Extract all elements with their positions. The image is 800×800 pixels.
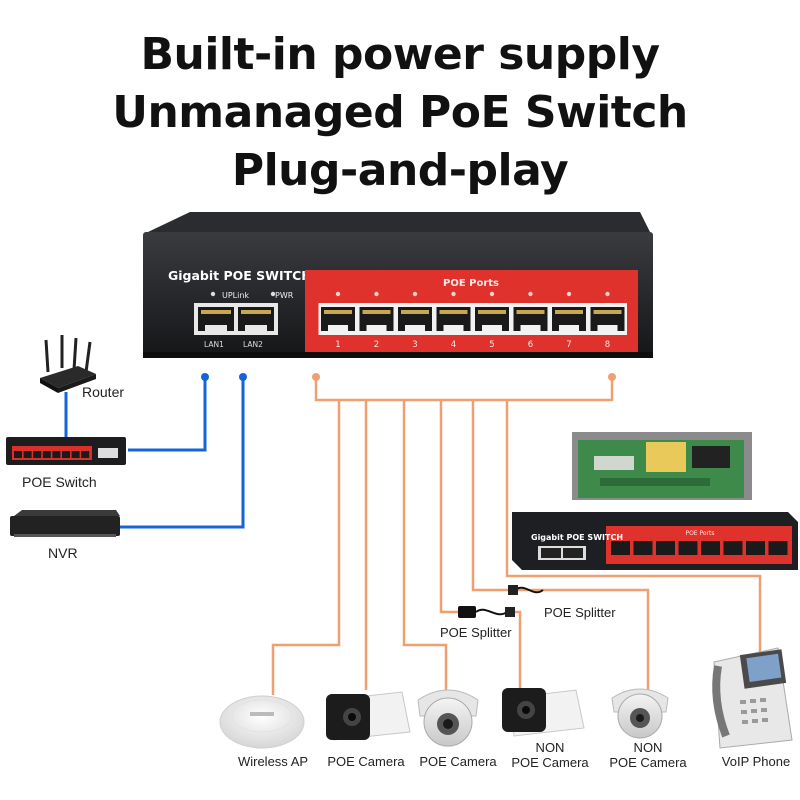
mini-port	[81, 451, 90, 458]
inset-poe-ports-label: POE Ports	[685, 530, 714, 537]
poe-port-5: 5	[472, 291, 512, 350]
inset-port	[768, 541, 788, 555]
poe-splitter-left-label: POE Splitter	[440, 625, 512, 640]
title-line-3: Plug-and-play	[231, 145, 569, 196]
poe-port-2: 2	[357, 291, 396, 350]
pwr-label: PWR	[275, 291, 294, 300]
poe-port-number-4: 4	[451, 340, 456, 350]
inset-port	[746, 541, 765, 555]
nvr-icon	[10, 510, 120, 537]
title-line-1: Built-in power supply	[140, 29, 660, 80]
title-line-2: Unmanaged PoE Switch	[112, 87, 688, 138]
poe-splitter-left	[458, 606, 515, 618]
poe-splitter-right-label: POE Splitter	[544, 605, 616, 620]
router-icon	[40, 335, 96, 393]
mini-port	[23, 451, 32, 458]
poe-switch-icon	[6, 437, 126, 465]
non-poe-camera-dome-icon	[611, 688, 669, 739]
poe-camera-1-label: POE Camera	[327, 754, 405, 769]
inset-port	[611, 541, 630, 555]
poe-port-number-6: 6	[528, 340, 533, 350]
poe-port-number-3: 3	[412, 340, 417, 350]
poe-port-8: 8	[588, 291, 627, 350]
uplink-label: UPLink	[222, 291, 249, 300]
mini-port	[71, 451, 80, 458]
poe-port-6: 6	[511, 291, 550, 350]
inset-port	[678, 541, 698, 555]
non-poe-camera-1-label-line1: NON	[535, 740, 565, 755]
voip-phone-icon	[712, 647, 793, 749]
uplink-cables	[64, 373, 247, 529]
poe-ports-label: POE Ports	[443, 278, 499, 289]
lan2-label: LAN2	[243, 340, 263, 349]
poe-camera-dome-icon	[417, 689, 479, 747]
non-poe-camera-1-label-line2: POE Camera	[511, 755, 589, 770]
poe-port-7: 7	[549, 291, 589, 350]
poe-port-number-5: 5	[489, 340, 494, 350]
poe-port-number-1: 1	[335, 340, 340, 350]
poe-port-number-8: 8	[605, 340, 610, 350]
mini-port	[52, 451, 61, 458]
lan1-label: LAN1	[204, 340, 224, 349]
switch-internal-view: Gigabit POE SWITCH POE Ports	[512, 432, 798, 570]
poe-port-3: 3	[395, 291, 435, 350]
inset-port	[633, 541, 653, 555]
switch-brand-label: Gigabit POE SWITCH	[168, 268, 312, 283]
non-poe-camera-2-label-line1: NON	[633, 740, 663, 755]
poe-switch-label: POE Switch	[22, 474, 97, 490]
poe-port-number-2: 2	[374, 340, 379, 350]
inset-port	[723, 541, 743, 555]
non-poe-camera-bullet-icon	[502, 688, 585, 737]
poe-port-1: 1	[318, 291, 358, 350]
poe-camera-bullet-icon	[326, 691, 411, 741]
main-poe-switch: Gigabit POE SWITCH UPLink PWR LAN1 LAN2 …	[143, 212, 653, 358]
poe-port-number-7: 7	[566, 340, 571, 350]
inset-port	[656, 541, 675, 555]
nvr-label: NVR	[48, 545, 78, 561]
inset-switch-brand: Gigabit POE SWITCH	[531, 533, 623, 542]
poe-port-4: 4	[434, 291, 473, 350]
poe-camera-2-label: POE Camera	[419, 754, 497, 769]
lan2-port	[238, 307, 274, 331]
mini-port	[14, 451, 22, 458]
lan1-port	[198, 307, 234, 331]
inset-port	[701, 541, 720, 555]
poe-splitter-right-cable	[508, 585, 544, 595]
wireless-ap-icon	[219, 695, 305, 749]
mini-port	[62, 451, 70, 458]
non-poe-camera-2-label-line2: POE Camera	[609, 755, 687, 770]
voip-phone-label: VoIP Phone	[721, 754, 791, 769]
router-label: Router	[82, 384, 125, 400]
mini-port	[42, 451, 51, 458]
mini-port	[33, 451, 42, 458]
wireless-ap-label: Wireless AP	[237, 754, 309, 769]
